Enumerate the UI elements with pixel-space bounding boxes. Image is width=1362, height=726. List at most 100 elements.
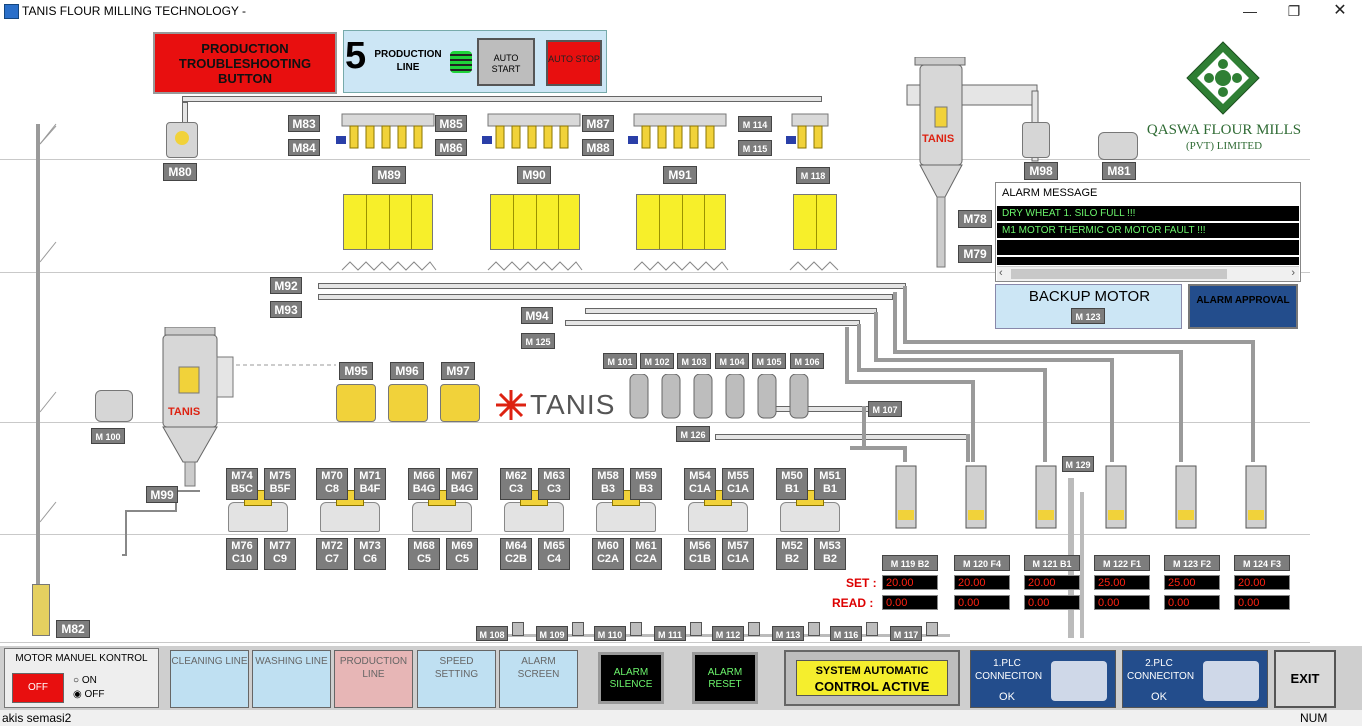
maximize-icon[interactable]: ❐ [1287,3,1301,19]
motor-label-m101[interactable]: M 101 [603,353,637,369]
auto-stop-button[interactable]: AUTO STOP [546,40,602,86]
motor-label-m97[interactable]: M97 [441,362,475,380]
motor-label-m100[interactable]: M 100 [91,428,125,444]
motor-label-m93[interactable]: M93 [270,301,302,318]
alarm-row-4[interactable] [997,257,1299,265]
motor-label-m78[interactable]: M78 [958,210,992,228]
motor-label-m85[interactable]: M85 [435,115,467,132]
feeder-set-value[interactable]: 20.00 [1234,575,1290,590]
motor-label-m87[interactable]: M87 [582,115,614,132]
motor-label-m102[interactable]: M 102 [640,353,674,369]
motor-label-m107[interactable]: M 107 [868,401,902,417]
motor-label-m94[interactable]: M94 [521,307,553,324]
alarm-reset-button[interactable]: ALARM RESET [692,652,758,704]
motor-label-m116[interactable]: M 116 [830,626,862,641]
motor-label-m96[interactable]: M96 [390,362,424,380]
production-line-button[interactable]: PRODUCTION LINE [334,650,413,708]
feeder-set-value[interactable]: 20.00 [1024,575,1080,590]
feeder-set-value[interactable]: 20.00 [882,575,938,590]
alarm-scrollbar[interactable]: ‹ › [997,266,1299,281]
motor-label-m92[interactable]: M92 [270,277,302,294]
motor-label-m104[interactable]: M 104 [715,353,749,369]
motor-label-m95[interactable]: M95 [339,362,373,380]
motor-label-m79[interactable]: M79 [958,245,992,263]
washing-line-button[interactable]: WASHING LINE [252,650,331,708]
motor-label-m117[interactable]: M 117 [890,626,922,641]
motor-label-m125[interactable]: M 125 [521,333,555,349]
alarm-silence-button[interactable]: ALARM SILENCE [598,652,664,704]
motor-label-m88[interactable]: M88 [582,139,614,156]
motor-label-m111[interactable]: M 111 [654,626,686,641]
motor-label-m82[interactable]: M82 [56,620,90,638]
alarm-approval-button[interactable]: ALARM APPROVAL [1188,284,1298,329]
scroll-left-icon[interactable]: ‹ [999,267,1003,279]
motor-label-m89[interactable]: M89 [372,166,406,184]
auto-start-button[interactable]: AUTO START [477,38,535,86]
close-icon[interactable]: ✕ [1333,2,1347,19]
radio-off[interactable]: ◉ OFF [73,689,105,700]
motor-label-m103[interactable]: M 103 [677,353,711,369]
motor-label-m99[interactable]: M99 [146,486,178,503]
cleaning-line-button[interactable]: CLEANING LINE [170,650,249,708]
motor-label-m91[interactable]: M91 [663,166,697,184]
alarm-row-3[interactable] [997,240,1299,255]
motor-label-m113[interactable]: M 113 [772,626,804,641]
motor-label-m80[interactable]: M80 [163,163,197,181]
motor-label-m84[interactable]: M84 [288,139,320,156]
feeder-label[interactable]: M 122 F1 [1094,555,1150,571]
production-troubleshooting-button[interactable]: PRODUCTION TROUBLESHOOTING BUTTON [153,32,337,94]
motor-label-m126[interactable]: M 126 [676,426,710,442]
motor-label-m90[interactable]: M90 [517,166,551,184]
motor-label-m114[interactable]: M 114 [738,116,772,132]
alarm-row-1[interactable]: DRY WHEAT 1. SILO FULL !!! [997,206,1299,221]
scroll-right-icon[interactable]: › [1291,267,1295,279]
motor-label-m118[interactable]: M 118 [796,167,830,184]
manual-off-button[interactable]: OFF [12,673,64,703]
feeder-label[interactable]: M 123 F2 [1164,555,1220,571]
motor-label-m110[interactable]: M 110 [594,626,626,641]
motor-label-m106[interactable]: M 106 [790,353,824,369]
motor-label-m112[interactable]: M 112 [712,626,744,641]
feeder-set-value[interactable]: 25.00 [1094,575,1150,590]
motor-label-m83[interactable]: M83 [288,115,320,132]
motor-label-m105[interactable]: M 105 [752,353,786,369]
motor-label-m115[interactable]: M 115 [738,140,772,156]
motor-label-m81[interactable]: M81 [1102,162,1136,180]
motor-label-m108[interactable]: M 108 [476,626,508,641]
feeder-set-value[interactable]: 20.00 [954,575,1010,590]
feeder-label[interactable]: M 124 F3 [1234,555,1290,571]
feeder-set-value[interactable]: 25.00 [1164,575,1220,590]
exit-button[interactable]: EXIT [1274,650,1336,708]
speed-setting-button[interactable]: SPEED SETTING [417,650,496,708]
motor-label-m129[interactable]: M 129 [1062,456,1094,472]
motor-label-m98[interactable]: M98 [1024,162,1058,180]
backup-motor-m123[interactable]: M 123 [1071,308,1105,324]
motor-label-m86[interactable]: M86 [435,139,467,156]
alarm-screen-button[interactable]: ALARM SCREEN [499,650,578,708]
